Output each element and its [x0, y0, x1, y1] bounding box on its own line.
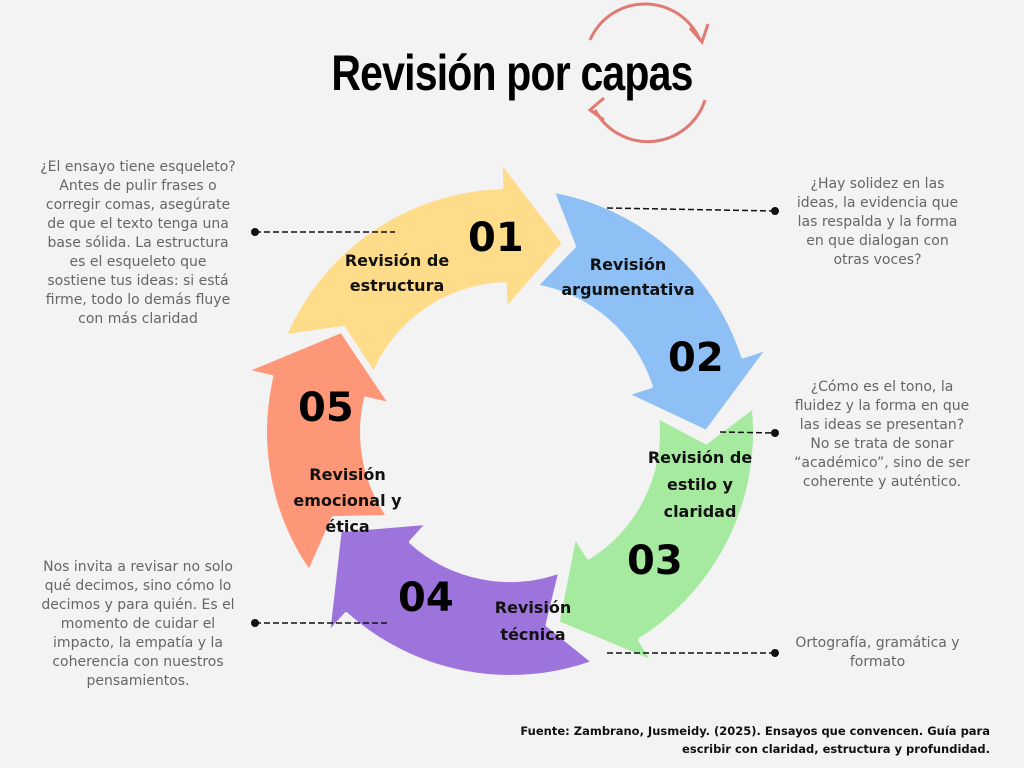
- cycle-arc-bottom: [593, 99, 707, 144]
- cycle-arc-top: [588, 2, 702, 41]
- step-label-03: Revisión de estilo y claridad: [647, 448, 753, 521]
- step-number-05: 05: [298, 385, 354, 431]
- step-label-02: Revisión argumentativa: [561, 255, 695, 299]
- page-title: Revisión por capas: [331, 45, 693, 101]
- source-citation: Fuente: Zambrano, Jusmeidy. (2025). Ensa…: [520, 724, 990, 756]
- cycle-arrow-02: [533, 188, 771, 434]
- cycle-arrowhead-bottom: [587, 96, 605, 122]
- cycle-arrow-05: [243, 328, 394, 575]
- cycle-arrow-04: [326, 520, 596, 679]
- cycle-arrowhead-top: [688, 23, 710, 45]
- connector-dot-04: [771, 649, 779, 657]
- cycle-arrow-01: [282, 158, 567, 377]
- description-01: ¿El ensayo tiene esqueleto? Antes de pul…: [40, 159, 236, 327]
- connector-dot-02: [771, 207, 779, 215]
- cycle-icon: [587, 2, 710, 144]
- connector-02: [606, 207, 776, 212]
- step-label-05: Revisión emocional y ética: [293, 465, 402, 536]
- connector-dot-03: [771, 429, 779, 437]
- step-number-01: 01: [468, 215, 524, 261]
- description-03: ¿Cómo es el tono, la fluidez y la forma …: [794, 379, 970, 490]
- description-04: Ortografía, gramática y formato: [795, 635, 960, 670]
- step-label-04: Revisión técnica: [494, 598, 572, 644]
- cycle-arrow-03: [555, 404, 758, 665]
- connector-dot-01: [251, 228, 259, 236]
- step-number-04: 04: [398, 575, 454, 621]
- connector-dot-05: [251, 619, 259, 627]
- step-label-01: Revisión de estructura: [344, 251, 450, 295]
- description-02: ¿Hay solidez en las ideas, la evidencia …: [796, 176, 959, 268]
- step-number-02: 02: [668, 335, 724, 381]
- step-number-03: 03: [627, 538, 683, 584]
- connector-03: [719, 431, 776, 434]
- description-05: Nos invita a revisar no solo qué decimos…: [41, 559, 235, 689]
